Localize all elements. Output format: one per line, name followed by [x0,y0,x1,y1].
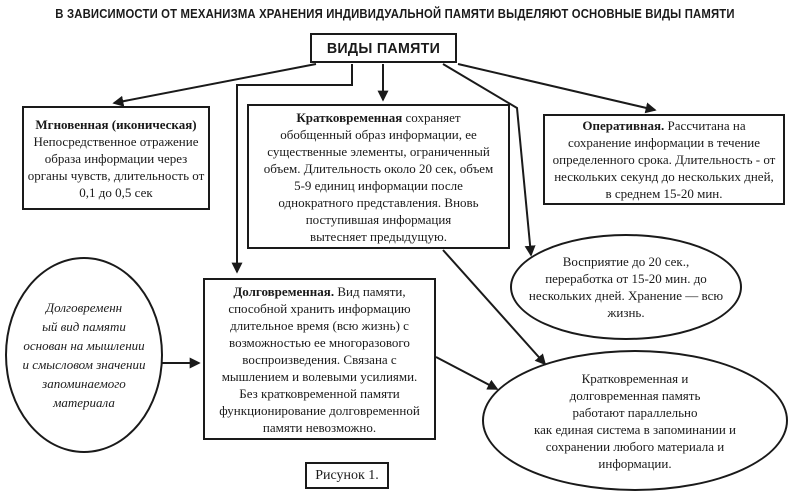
arrow-longterm-to-parallel [435,356,499,390]
instant-memory-lead: Мгновенная (иконическая) [35,116,197,132]
ellipse-perception-timing: Восприятие до 20 сек., переработка от 15… [510,234,742,340]
root-box-label: ВИДЫ ПАМЯТИ [326,39,441,57]
ellipse-long-term-basis: Долговременн ый вид памяти основан на мы… [5,257,163,453]
long-term-basis-text: Долговременн ый вид памяти основан на мы… [22,300,146,410]
parallel-work-text: Кратковременная и долговременная память … [533,370,736,471]
box-operative-memory: Оперативная. Рассчитана на сохранение ин… [543,114,785,205]
figure-caption-label: Рисунок 1. [315,468,379,483]
diagram-title: В ЗАВИСИМОСТИ ОТ МЕХАНИЗМА ХРАНЕНИЯ ИНДИ… [55,6,735,21]
instant-memory-body: Непосредственное отражение образа информ… [27,133,205,200]
short-term-memory-body: сохраняет обобщенный образ информации, е… [263,109,494,244]
arrow-root-to-instant [112,63,317,107]
short-term-memory-lead: Кратковременная [296,109,403,125]
box-long-term-memory: Долговременная. Вид памяти, способной хр… [203,278,436,440]
figure-caption-box: Рисунок 1. [305,462,389,489]
operative-memory-body: Рассчитана на сохранение информации в те… [552,118,776,201]
box-instant-memory: Мгновенная (иконическая)Непосредственное… [22,106,210,210]
long-term-memory-lead: Долговременная. [233,283,335,299]
perception-timing-text: Восприятие до 20 сек., переработка от 15… [528,254,724,320]
long-term-memory-body: Вид памяти, способной хранить информацию… [219,283,420,435]
root-box-memory-types: ВИДЫ ПАМЯТИ [310,33,457,63]
operative-memory-lead: Оперативная. [582,118,665,133]
box-short-term-memory: Кратковременная сохраняет обобщенный обр… [247,104,510,249]
ellipse-parallel-work: Кратковременная и долговременная память … [482,350,788,491]
